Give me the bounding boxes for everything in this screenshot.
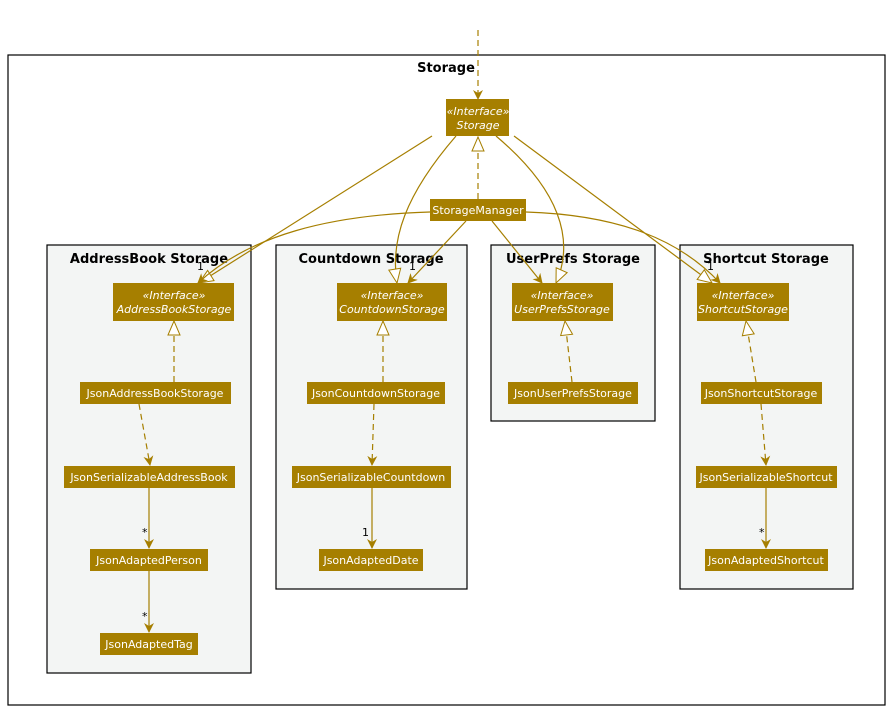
class-json-countdown-storage-name: JsonCountdownStorage: [311, 387, 440, 400]
stereotype-label: «Interface»: [531, 289, 594, 302]
class-storage-manager-name: StorageManager: [432, 204, 524, 217]
multiplicity-manager-addressbook: 1: [197, 260, 204, 273]
class-storage-name: Storage: [456, 119, 499, 132]
realization-jsonshortcut: [746, 321, 757, 383]
stereotype-label: «Interface»: [447, 105, 510, 118]
class-json-adapted-date-name: JsonAdaptedDate: [322, 554, 418, 567]
generalization-storage-shortcut: [513, 135, 712, 283]
multiplicity-serializable-person: *: [142, 526, 148, 539]
package-shortcut-title: Shortcut Storage: [703, 252, 829, 267]
generalization-storage-addressbook: [199, 135, 433, 283]
class-json-shortcut-storage-name: JsonShortcutStorage: [704, 387, 818, 400]
class-json-serializable-countdown-name: JsonSerializableCountdown: [296, 471, 446, 484]
class-json-adapted-tag-name: JsonAdaptedTag: [104, 638, 192, 651]
multiplicity-person-tag: *: [142, 610, 148, 623]
association-manager-userprefs: [491, 220, 543, 284]
class-addressbook-storage[interactable]: «Interface» AddressBookStorage: [113, 283, 234, 321]
class-json-addressbook-storage[interactable]: JsonAddressBookStorage: [80, 382, 231, 404]
association-manager-shortcut: [525, 211, 721, 284]
stereotype-label: «Interface»: [361, 289, 424, 302]
class-json-userprefs-storage[interactable]: JsonUserPrefsStorage: [508, 382, 638, 404]
class-json-serializable-shortcut-name: JsonSerializableShortcut: [698, 471, 833, 484]
class-storage-manager[interactable]: StorageManager: [430, 199, 526, 221]
class-json-serializable-shortcut[interactable]: JsonSerializableShortcut: [696, 466, 837, 488]
package-addressbook-title: AddressBook Storage: [70, 252, 228, 267]
stereotype-label: «Interface»: [143, 289, 206, 302]
association-manager-addressbook: [197, 211, 431, 284]
package-userprefs-title: UserPrefs Storage: [506, 252, 640, 267]
class-json-adapted-person-name: JsonAdaptedPerson: [95, 554, 202, 567]
class-json-serializable-addressbook-name: JsonSerializableAddressBook: [69, 471, 228, 484]
dependency-jsonaddressbook-serializable: [138, 403, 154, 466]
class-json-adapted-date[interactable]: JsonAdaptedDate: [319, 549, 423, 571]
storage-frame-title: Storage: [417, 61, 475, 76]
dependency-jsoncountdown-serializable: [367, 403, 378, 466]
class-json-userprefs-storage-name: JsonUserPrefsStorage: [513, 387, 632, 400]
class-shortcut-storage-name: ShortcutStorage: [698, 303, 788, 316]
class-shortcut-storage[interactable]: «Interface» ShortcutStorage: [697, 283, 789, 321]
class-countdown-storage-name: CountdownStorage: [339, 303, 445, 316]
class-json-serializable-countdown[interactable]: JsonSerializableCountdown: [292, 466, 451, 488]
class-countdown-storage[interactable]: «Interface» CountdownStorage: [337, 283, 447, 321]
stereotype-label: «Interface»: [712, 289, 775, 302]
realization-jsonuserprefs: [565, 321, 572, 383]
package-countdown-title: Countdown Storage: [298, 252, 443, 267]
class-json-countdown-storage[interactable]: JsonCountdownStorage: [307, 382, 445, 404]
multiplicity-serializable-adaptedshortcut: *: [759, 526, 765, 539]
class-json-adapted-shortcut[interactable]: JsonAdaptedShortcut: [705, 549, 828, 571]
multiplicity-manager-countdown: 1: [409, 260, 416, 273]
class-json-serializable-addressbook[interactable]: JsonSerializableAddressBook: [64, 466, 235, 488]
class-json-shortcut-storage[interactable]: JsonShortcutStorage: [701, 382, 822, 404]
class-json-adapted-person[interactable]: JsonAdaptedPerson: [90, 549, 208, 571]
class-addressbook-storage-name: AddressBookStorage: [116, 303, 232, 316]
class-json-adapted-shortcut-name: JsonAdaptedShortcut: [707, 554, 824, 567]
class-userprefs-storage-name: UserPrefsStorage: [514, 303, 610, 316]
multiplicity-serializable-date: 1: [362, 526, 369, 539]
multiplicity-manager-shortcut: 1: [707, 260, 714, 273]
class-json-adapted-tag[interactable]: JsonAdaptedTag: [100, 633, 198, 655]
generalization-storage-countdown: [395, 135, 457, 283]
class-userprefs-storage[interactable]: «Interface» UserPrefsStorage: [512, 283, 613, 321]
class-json-addressbook-storage-name: JsonAddressBookStorage: [86, 387, 224, 400]
association-manager-countdown: [407, 220, 467, 284]
class-storage[interactable]: «Interface» Storage: [446, 99, 510, 136]
dependency-jsonshortcut-serializable: [760, 403, 771, 466]
